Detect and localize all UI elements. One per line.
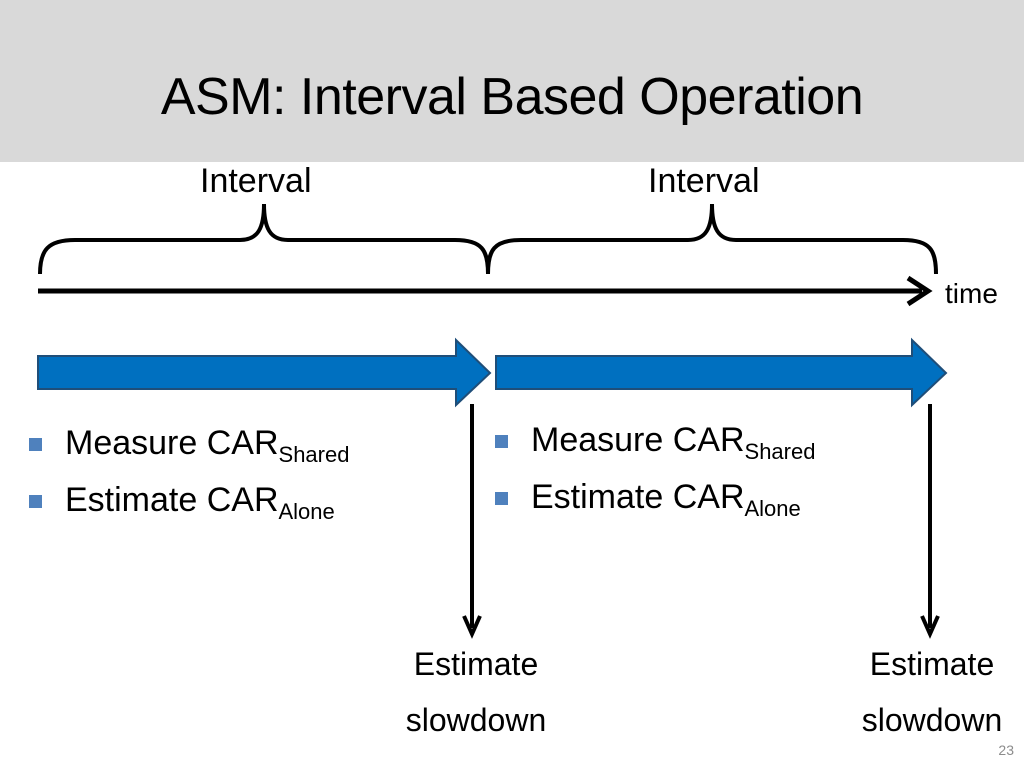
interval-label-1: Interval — [200, 162, 312, 200]
bullet-text: Measure CAR — [531, 421, 745, 459]
bullet-square-icon — [29, 495, 42, 508]
slide-number: 23 — [998, 742, 1014, 758]
bullet-estimate-alone: Estimate CARAlone — [29, 478, 349, 535]
slowdown-line: slowdown — [405, 702, 547, 738]
interval-1-bullets: Measure CARShared Estimate CARAlone — [29, 421, 349, 535]
bullet-text: Estimate CAR — [65, 481, 279, 519]
interval-arrow-1 — [37, 337, 492, 408]
bullet-square-icon — [495, 435, 508, 448]
bullet-square-icon — [495, 492, 508, 505]
interval-brace-2 — [486, 203, 938, 275]
estimate-arrowhead-2 — [920, 615, 940, 639]
estimate-line: Estimate — [869, 646, 995, 682]
bullet-subscript: Shared — [278, 442, 350, 467]
bullet-square-icon — [29, 438, 42, 451]
estimate-slowdown-1: Estimate slowdown — [386, 636, 566, 748]
time-axis-arrowhead — [906, 275, 933, 307]
page-title: ASM: Interval Based Operation — [160, 68, 864, 126]
estimate-slowdown-2: Estimate slowdown — [842, 636, 1022, 748]
interval-label-2: Interval — [648, 162, 760, 200]
bullet-subscript: Alone — [744, 496, 801, 521]
bullet-subscript: Shared — [744, 439, 816, 464]
slowdown-line: slowdown — [861, 702, 1003, 738]
interval-brace-1 — [38, 203, 490, 275]
bullet-measure-shared: Measure CARShared — [495, 418, 815, 475]
estimate-line: Estimate — [413, 646, 539, 682]
interval-2-bullets: Measure CARShared Estimate CARAlone — [495, 418, 815, 532]
estimate-arrowhead-1 — [462, 615, 482, 639]
title-band — [0, 0, 1024, 162]
bullet-measure-shared: Measure CARShared — [29, 421, 349, 478]
time-label: time — [945, 278, 998, 309]
interval-arrow-2 — [495, 337, 948, 408]
bullet-text: Estimate CAR — [531, 478, 745, 516]
bullet-subscript: Alone — [278, 499, 335, 524]
bullet-estimate-alone: Estimate CARAlone — [495, 475, 815, 532]
bullet-text: Measure CAR — [65, 424, 279, 462]
